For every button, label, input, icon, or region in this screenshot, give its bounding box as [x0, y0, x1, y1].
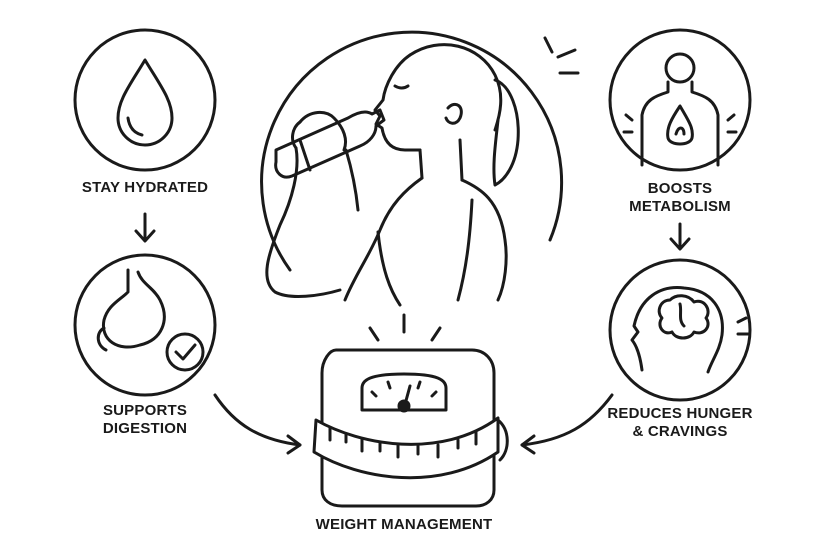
arrow-hunger-to-goal	[520, 393, 614, 455]
body-flame-icon	[622, 52, 738, 167]
hydrate-node	[73, 28, 217, 172]
label-weight-management: WEIGHT MANAGEMENT	[315, 516, 493, 533]
scale-measuring-tape-icon	[312, 313, 509, 508]
woman-drinking-bottle-icon	[260, 30, 564, 307]
arrow-hydrate-to-digestion	[134, 212, 156, 243]
stomach-check-icon	[96, 268, 205, 372]
water-drop-icon	[116, 58, 174, 147]
arrow-digestion-to-goal	[213, 393, 302, 455]
metabolism-node	[608, 28, 752, 172]
digestion-node	[73, 253, 217, 397]
label-supports-digestion: SUPPORTS DIGESTION	[102, 402, 188, 437]
burst-lines	[543, 36, 580, 75]
water-bottle-icon	[274, 108, 386, 179]
label-reduces-hunger: REDUCES HUNGER & CRAVINGS	[607, 405, 753, 440]
head-brain-icon	[630, 286, 750, 374]
label-boosts-metabolism: BOOSTS METABOLISM	[629, 180, 731, 215]
hunger-node	[608, 258, 752, 402]
label-stay-hydrated: STAY HYDRATED	[81, 179, 209, 196]
arrow-metabolism-to-hunger	[669, 222, 691, 251]
